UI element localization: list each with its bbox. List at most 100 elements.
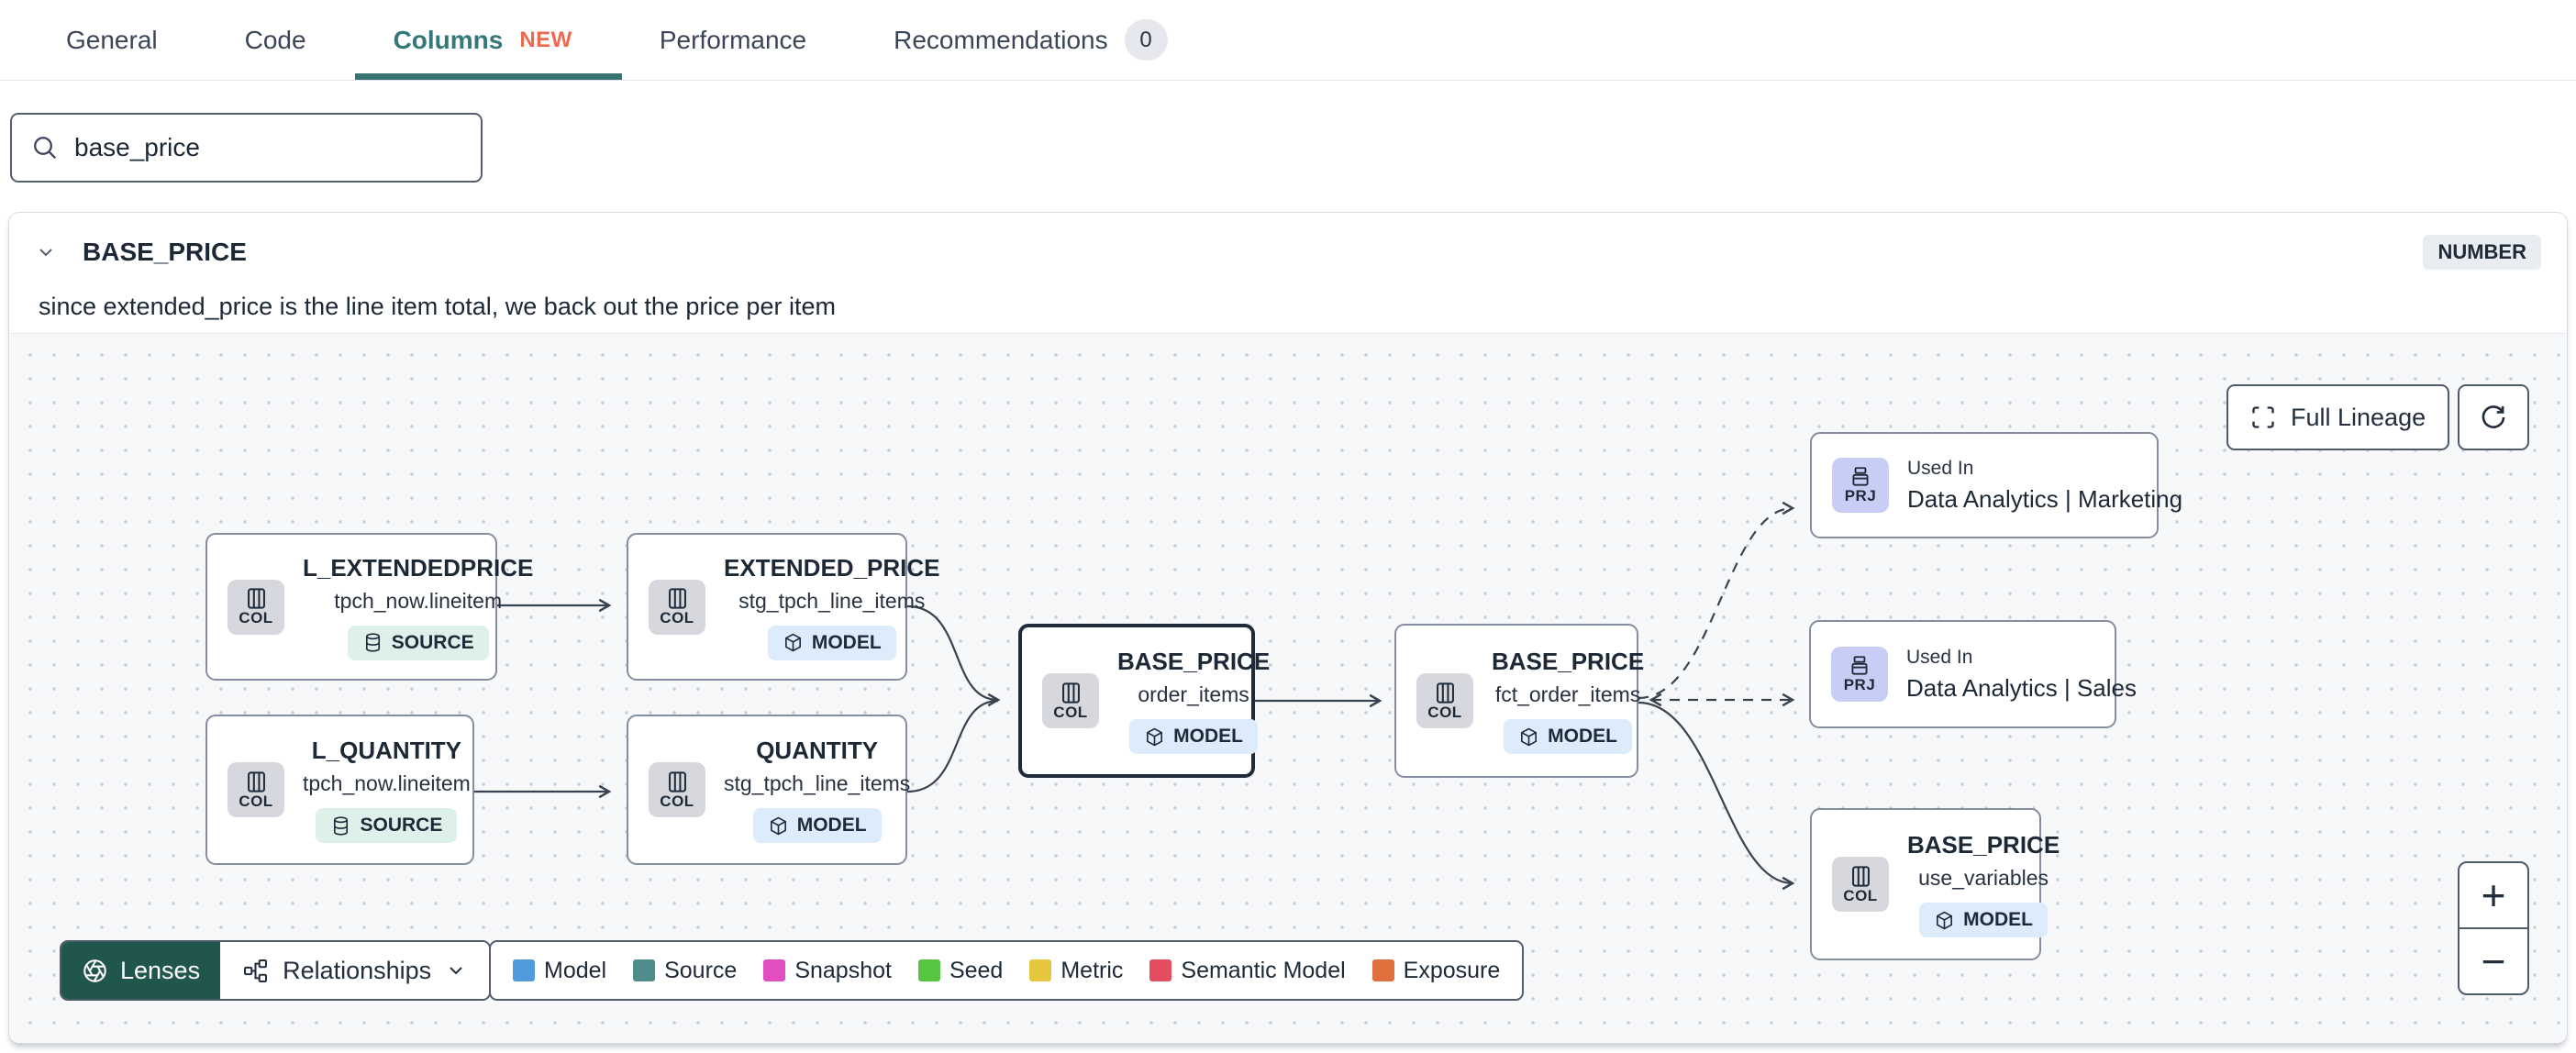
lineage-node-quantity[interactable]: COL QUANTITY stg_tpch_line_items MODEL (627, 715, 910, 865)
cube-icon (770, 816, 786, 835)
lineage-node-used-in-sales[interactable]: PRJ Used In Data Analytics | Sales (1809, 620, 2137, 728)
lenses-button[interactable]: Lenses (61, 942, 221, 999)
columns-icon (247, 770, 265, 793)
chevron-down-icon[interactable] (35, 241, 57, 263)
tab-performance[interactable]: Performance (660, 0, 806, 80)
tab-recommendations[interactable]: Recommendations 0 (894, 0, 1168, 80)
legend-label: Snapshot (794, 957, 892, 983)
zoom-in-button[interactable]: + (2481, 871, 2506, 919)
database-icon (365, 633, 380, 652)
model-badge: MODEL (1919, 903, 2048, 937)
full-lineage-button[interactable]: Full Lineage (2226, 384, 2450, 450)
node-subtitle: fct_order_items (1494, 682, 1641, 706)
legend-item-model: Model (513, 958, 606, 984)
relationships-dropdown[interactable]: Relationships (220, 942, 490, 999)
lineage-node-used-in-marketing[interactable]: PRJ Used In Data Analytics | Marketing (1810, 432, 2182, 538)
kind-label: COL (239, 792, 273, 810)
project-name: Data Analytics | Sales (1906, 673, 2137, 702)
project-icon (1852, 467, 1869, 486)
cube-icon (1147, 727, 1163, 746)
lineage-node-base-price-fct-order-items[interactable]: COL BASE_PRICE fct_order_items MODEL (1394, 624, 1644, 778)
lineage-node-base-price-use-variables[interactable]: COL BASE_PRICE use_variables MODEL (1810, 808, 2060, 960)
cube-icon (784, 633, 801, 652)
column-kind-badge: COL (1832, 857, 1889, 912)
node-subtitle: use_variables (1918, 866, 2049, 890)
cube-icon (1937, 911, 1953, 929)
source-badge: SOURCE (316, 808, 458, 843)
node-title: L_QUANTITY (311, 737, 462, 764)
project-kind-badge: PRJ (1832, 458, 1889, 513)
columns-icon (1061, 682, 1080, 704)
column-kind-badge: COL (228, 579, 284, 635)
column-kind-badge: COL (228, 762, 284, 817)
legend-item-source: Source (633, 958, 737, 984)
legend-swatch (513, 959, 535, 981)
legend-swatch (763, 959, 786, 981)
lineage-node-l-quantity[interactable]: COL L_QUANTITY tpch_now.lineitem SOURCE (205, 715, 474, 865)
data-type-badge: NUMBER (2423, 235, 2541, 270)
kind-label: PRJ (1843, 676, 1876, 693)
legend-swatch (917, 959, 940, 981)
columns-icon (1436, 682, 1454, 704)
search-input[interactable] (74, 133, 462, 162)
legend-label: Seed (949, 957, 1004, 983)
lenses-group: Lenses Relationships (60, 940, 492, 1001)
legend-label: Metric (1060, 957, 1124, 983)
tab-general[interactable]: General (66, 0, 158, 80)
tab-bar: General Code Columns NEW Performance Rec… (0, 0, 2576, 81)
count-badge: 0 (1124, 19, 1168, 61)
source-badge: SOURCE (347, 625, 489, 660)
legend-swatch (1371, 959, 1394, 981)
node-title: BASE_PRICE (1492, 648, 1645, 675)
search-icon (30, 133, 60, 162)
legend-label: Exposure (1403, 957, 1501, 983)
full-lineage-label: Full Lineage (2291, 403, 2426, 431)
new-badge: NEW (519, 27, 572, 52)
tab-code[interactable]: Code (245, 0, 306, 80)
node-subtitle: order_items (1138, 682, 1249, 706)
tab-label: Performance (659, 25, 807, 54)
columns-icon (668, 770, 686, 793)
badge-label: MODEL (1173, 726, 1243, 747)
node-subtitle: tpch_now.lineitem (334, 588, 503, 613)
tab-columns[interactable]: Columns NEW (354, 0, 623, 80)
used-in-label: Used In (1907, 457, 1974, 479)
node-title: BASE_PRICE (1117, 648, 1271, 675)
column-name: BASE_PRICE (83, 238, 247, 266)
badge-label: MODEL (1963, 909, 2033, 930)
lineage-node-extended-price[interactable]: COL EXTENDED_PRICE stg_tpch_line_items M… (627, 533, 940, 681)
node-subtitle: stg_tpch_line_items (738, 588, 926, 613)
legend-label: Semantic Model (1181, 957, 1346, 983)
kind-label: COL (239, 609, 273, 626)
kind-label: COL (1843, 886, 1878, 904)
legend-item-metric: Metric (1029, 958, 1123, 984)
legend-item-snapshot: Snapshot (763, 958, 892, 984)
column-kind-badge: COL (649, 579, 705, 635)
node-title: EXTENDED_PRICE (724, 553, 940, 582)
lineage-node-l-extendedprice[interactable]: COL L_EXTENDEDPRICE tpch_now.lineitem SO… (205, 533, 533, 681)
refresh-button[interactable] (2458, 384, 2529, 450)
badge-label: SOURCE (360, 815, 443, 836)
badge-label: MODEL (796, 815, 867, 836)
model-badge: MODEL (752, 808, 882, 843)
legend-item-semantic-model: Semantic Model (1149, 957, 1346, 984)
column-search[interactable] (10, 113, 483, 183)
relationships-label: Relationships (283, 956, 432, 984)
zoom-out-button[interactable]: − (2459, 927, 2527, 993)
node-title: QUANTITY (756, 737, 879, 764)
columns-icon (247, 588, 265, 609)
columns-icon (668, 588, 686, 609)
badge-label: SOURCE (391, 631, 474, 653)
model-badge: MODEL (1129, 719, 1258, 754)
kind-label: COL (1427, 703, 1462, 721)
column-header: BASE_PRICE NUMBER (9, 213, 2567, 281)
lineage-canvas[interactable]: COL L_EXTENDEDPRICE tpch_now.lineitem SO… (9, 334, 2567, 1043)
project-icon (1851, 656, 1868, 675)
lineage-node-base-price-order-items[interactable]: COL BASE_PRICE order_items MODEL (1018, 624, 1270, 778)
node-title: L_EXTENDEDPRICE (303, 553, 534, 582)
expand-icon (2252, 406, 2274, 428)
columns-icon (1851, 865, 1870, 887)
kind-label: COL (1053, 703, 1088, 721)
column-kind-badge: COL (1042, 673, 1099, 728)
legend-swatch (633, 959, 656, 981)
